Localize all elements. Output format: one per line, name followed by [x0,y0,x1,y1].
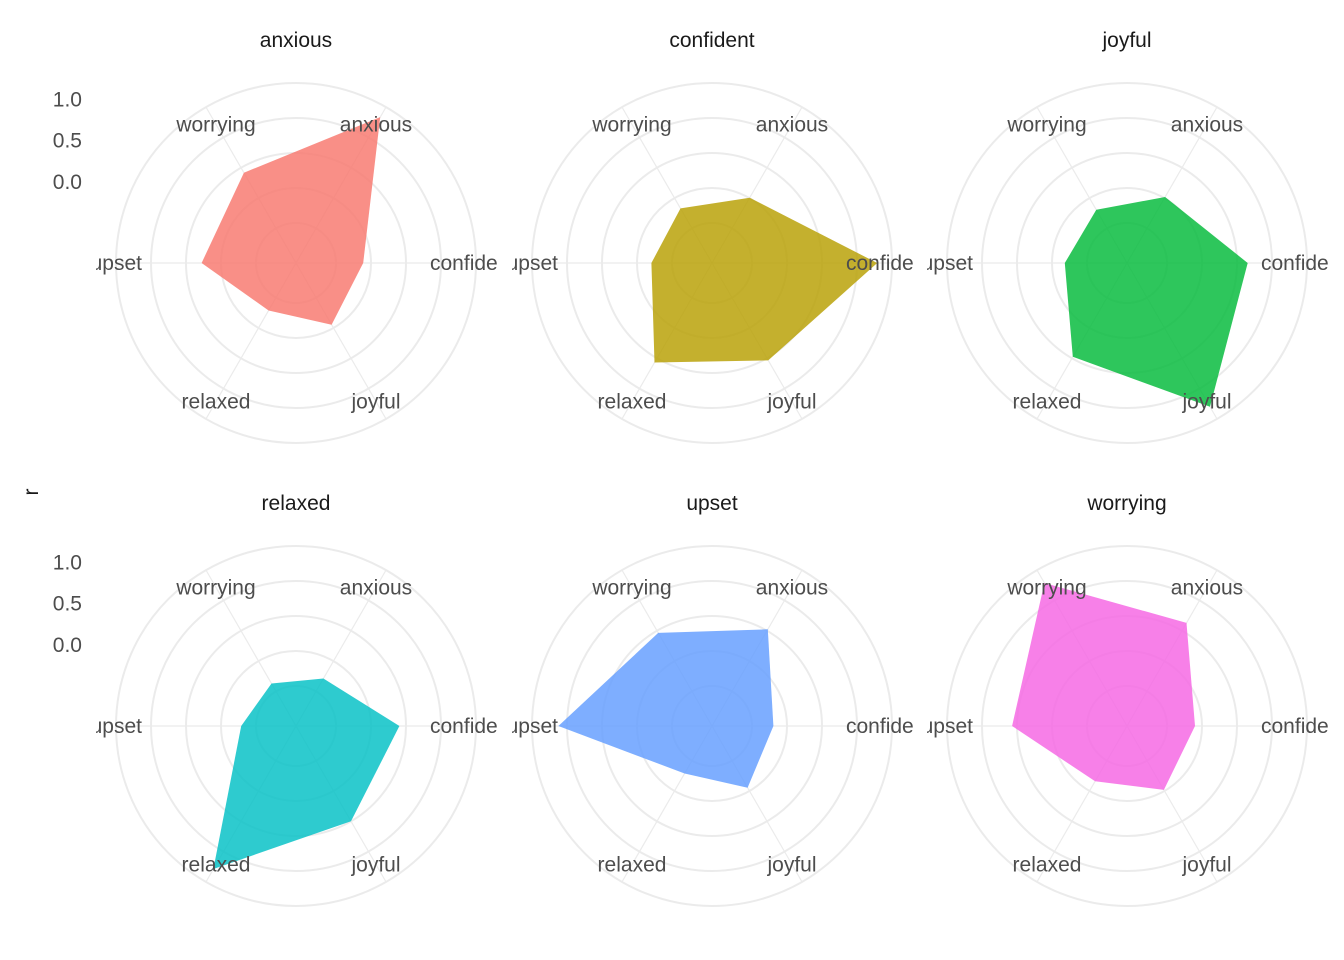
axis-label-relaxed: relaxed [1013,391,1082,414]
panel-title: anxious [260,29,332,52]
radar-area-relaxed [213,678,400,869]
axis-label-worrying: worrying [1006,113,1086,136]
axis-label-anxious: anxious [1171,113,1243,136]
axis-label-worrying: worrying [591,576,671,599]
panel-title: confident [669,29,754,52]
axis-label-worrying: worrying [175,576,255,599]
axis-label-upset: upset [507,252,559,275]
axis-label-anxious: anxious [756,576,828,599]
axis-label-confident: confide [846,715,914,738]
radar-area-upset [558,629,774,788]
radial-tick-label: 0.0 [53,171,82,194]
axis-label-joyful: joyful [350,854,400,877]
radar-area-confident [651,197,878,363]
radial-tick-label: 0.5 [53,130,82,153]
radar-area-joyful [1064,197,1248,407]
axis-label-joyful: joyful [1181,854,1231,877]
axis-label-worrying: worrying [591,113,671,136]
axis-label-confident: confide [1261,252,1329,275]
axis-label-worrying: worrying [1006,576,1086,599]
radar-panel-anxious: confide anxious worrying upset relaxed joyful [91,82,498,444]
axis-label-relaxed: relaxed [598,854,667,877]
axis-label-relaxed: relaxed [182,854,251,877]
radar-panel-confident: confide anxious worrying upset relaxed joyful [507,82,914,444]
panel-title: relaxed [262,492,331,515]
panel-title: upset [686,492,738,515]
axis-label-joyful: joyful [350,391,400,414]
axis-label-joyful: joyful [1181,391,1231,414]
axis-label-confident: confide [430,252,498,275]
radar-panel-upset: confide anxious worrying upset relaxed joyful [507,545,914,907]
axis-label-upset: upset [91,252,143,275]
axis-label-anxious: anxious [1171,576,1243,599]
axis-label-upset: upset [91,715,143,738]
radial-tick-label: 0.0 [53,634,82,657]
axis-label-relaxed: relaxed [182,391,251,414]
axis-label-relaxed: relaxed [1013,854,1082,877]
panel-title: worrying [1086,492,1166,515]
axis-label-anxious: anxious [756,113,828,136]
axis-label-relaxed: relaxed [598,391,667,414]
axis-label-upset: upset [507,715,559,738]
radar-panel-relaxed: confide anxious worrying upset relaxed joyful [91,545,498,907]
radar-area-worrying [1012,583,1195,790]
axis-label-upset: upset [922,715,974,738]
axis-label-upset: upset [922,252,974,275]
axis-label-joyful: joyful [766,391,816,414]
axis-label-worrying: worrying [175,113,255,136]
axis-label-anxious: anxious [340,576,412,599]
radial-tick-label: 1.0 [53,552,82,575]
radial-tick-label: 1.0 [53,89,82,112]
axis-label-confident: confide [1261,715,1329,738]
panel-title: joyful [1101,29,1151,52]
radar-area-anxious [201,117,381,325]
radar-panel-worrying: confide anxious worrying upset relaxed joyful [922,545,1329,907]
radar-panel-joyful: confide anxious worrying upset relaxed joyful [922,82,1329,444]
y-axis-label: r [20,489,43,496]
axis-label-confident: confide [430,715,498,738]
radial-tick-label: 0.5 [53,593,82,616]
axis-label-anxious: anxious [340,113,412,136]
axis-label-confident: confide [846,252,914,275]
axis-label-joyful: joyful [766,854,816,877]
